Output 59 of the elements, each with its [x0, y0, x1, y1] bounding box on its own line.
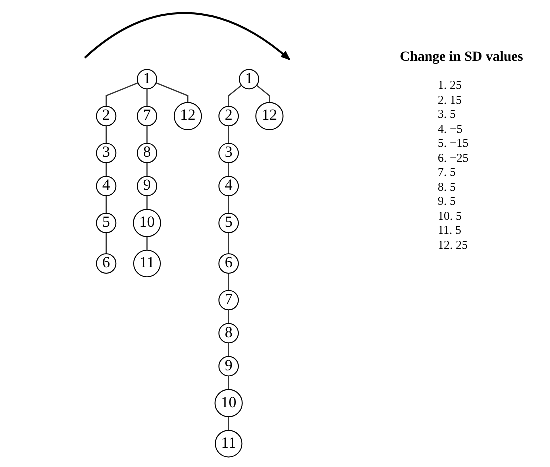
list-item: 6. −25	[438, 150, 470, 165]
connector	[228, 343, 230, 357]
node-circle: 9	[137, 176, 158, 197]
connector	[146, 163, 148, 177]
connector	[106, 196, 108, 214]
connector	[228, 376, 230, 390]
node-circle: 11	[133, 250, 162, 278]
list-item: 4. −5	[438, 122, 464, 136]
node-circle: 8	[137, 143, 158, 164]
list-item: 2. 15	[438, 92, 463, 107]
node-circle: 11	[215, 430, 243, 458]
list-item: 12. 25	[438, 238, 469, 252]
node-circle: 10	[133, 209, 162, 238]
connector	[228, 163, 230, 177]
connector	[106, 163, 108, 177]
node-circle: 6	[96, 254, 117, 274]
node-circle: 4	[218, 176, 240, 197]
connector	[256, 85, 270, 103]
node-circle: 8	[218, 323, 240, 344]
node-circle: 5	[96, 213, 117, 234]
connector	[228, 196, 230, 214]
node-circle: 7	[137, 106, 158, 127]
node-circle: 2	[218, 106, 240, 127]
node-circle: 9	[218, 356, 240, 377]
connector	[228, 273, 230, 291]
node-circle: 12	[256, 102, 284, 130]
connector	[156, 82, 189, 103]
connector	[146, 236, 148, 250]
connector	[106, 232, 108, 254]
node-circle: 5	[218, 213, 240, 234]
list-item: 3. 5	[438, 107, 457, 122]
list-item: 9. 5	[438, 194, 457, 208]
connector	[228, 85, 242, 107]
node-circle: 12	[174, 102, 202, 130]
node-circle: 1	[239, 69, 260, 90]
connector	[228, 417, 230, 431]
node-circle: 3	[218, 143, 240, 164]
list-item: 10. 5	[438, 208, 463, 223]
connector	[146, 196, 148, 210]
connector	[228, 310, 230, 324]
list-item: 5. −15	[438, 136, 470, 150]
node-circle: 2	[96, 106, 117, 127]
node-circle: 4	[96, 176, 117, 197]
list-item: 1. 25	[438, 78, 463, 92]
node-circle: 6	[218, 254, 240, 274]
connector	[228, 232, 230, 254]
node-circle: 3	[96, 143, 117, 164]
list-item: 7. 5	[438, 165, 457, 180]
connector	[146, 126, 148, 144]
connector	[106, 82, 138, 107]
list-item: 8. 5	[438, 180, 457, 194]
list-item: 11. 5	[438, 223, 463, 238]
connector	[228, 126, 230, 144]
node-circle: 1	[137, 69, 158, 90]
node-circle: 7	[218, 290, 240, 311]
connector	[146, 89, 148, 107]
connector	[106, 126, 108, 144]
list-heading: Change in SD values	[400, 50, 524, 66]
node-circle: 10	[214, 389, 243, 418]
